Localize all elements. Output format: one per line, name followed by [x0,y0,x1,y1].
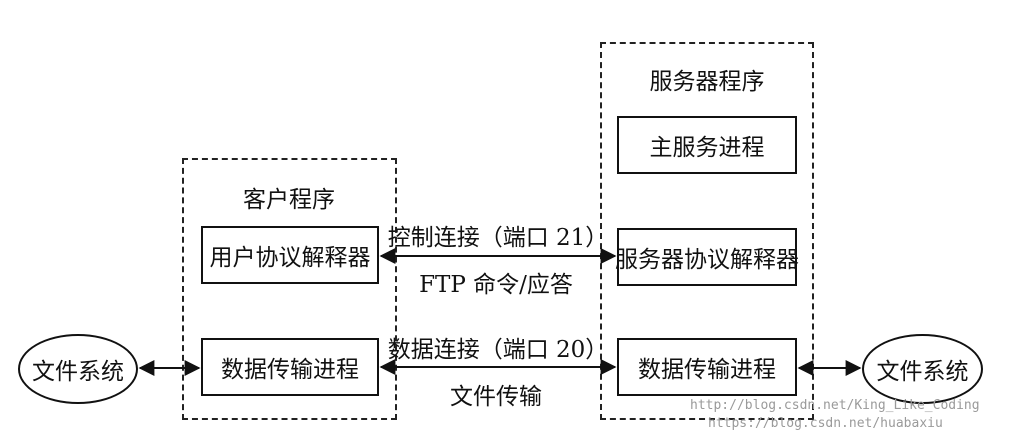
data-connection-label: 数据连接（端口 20） [387,337,609,363]
client-program-container [182,158,397,420]
server-data-transfer-box: 数据传输进程 [617,338,797,396]
server-program-title: 服务器程序 [649,69,765,95]
main-service-process-box: 主服务进程 [617,116,797,174]
user-protocol-interpreter-box: 用户协议解释器 [201,226,379,284]
control-connection-label: 控制连接（端口 21） [387,225,609,251]
server-program-container [600,42,814,420]
right-filesystem-ellipse: 文件系统 [862,334,983,404]
left-filesystem-ellipse: 文件系统 [18,334,138,404]
data-connection-sublabel: 文件传输 [450,384,542,410]
server-protocol-interpreter-box: 服务器协议解释器 [615,228,799,286]
watermark-line-2: https://blog.csdn.net/huabaxiu [708,416,943,431]
control-connection-sublabel: FTP 命令/应答 [419,272,573,298]
watermark-line-1: http://blog.csdn.net/King_Like_Coding [690,398,980,413]
client-data-transfer-box: 数据传输进程 [201,338,379,396]
client-program-title: 客户程序 [243,187,335,213]
